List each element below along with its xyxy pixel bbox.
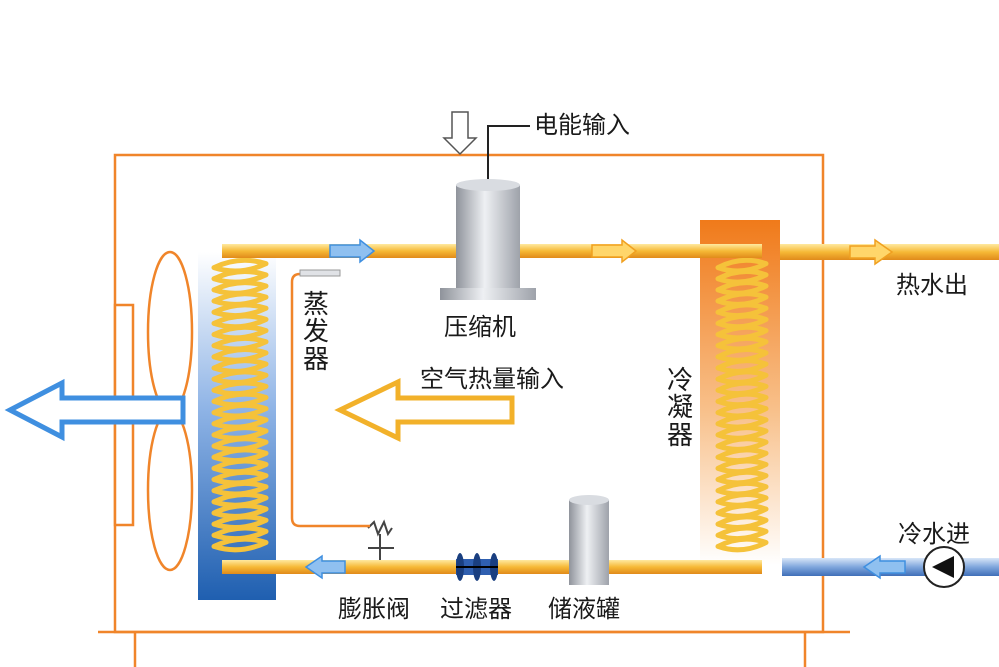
condenser-coil [715, 257, 769, 553]
label-cold-water-in: 冷水进 [898, 520, 970, 548]
pump-icon [923, 546, 965, 588]
label-compressor: 压缩机 [444, 313, 516, 341]
power-leader-line [487, 125, 530, 180]
label-evaporator: 蒸发器 [302, 290, 329, 375]
coil-turn [715, 536, 769, 553]
label-air-heat-input: 空气热量输入 [420, 365, 564, 393]
flow-arrow-top-right [591, 238, 638, 264]
exhaust-air-arrow [4, 378, 186, 442]
sensing-bulb [299, 269, 341, 277]
receiver-tank [569, 495, 609, 585]
flow-arrow-hot-out [849, 238, 894, 266]
label-receiver-tank: 储液罐 [548, 595, 620, 623]
flow-arrow-cold-in [862, 554, 906, 580]
label-hot-water-out: 热水出 [896, 271, 968, 299]
compressor [440, 179, 536, 300]
filter [456, 553, 498, 581]
flow-arrow-top-left [329, 238, 376, 264]
flow-arrow-bottom-left [304, 554, 346, 580]
label-filter: 过滤器 [440, 595, 512, 623]
air-heat-input-arrow [334, 378, 515, 442]
power-input-arrow [442, 111, 478, 156]
label-expansion-valve: 膨胀阀 [338, 595, 410, 623]
label-power-input: 电能输入 [534, 111, 630, 139]
label-condenser: 冷凝器 [666, 366, 693, 451]
evaporator-coil [211, 257, 269, 553]
sensing-tube [290, 272, 370, 528]
coil-turn [211, 536, 269, 553]
expansion-valve [367, 519, 394, 560]
